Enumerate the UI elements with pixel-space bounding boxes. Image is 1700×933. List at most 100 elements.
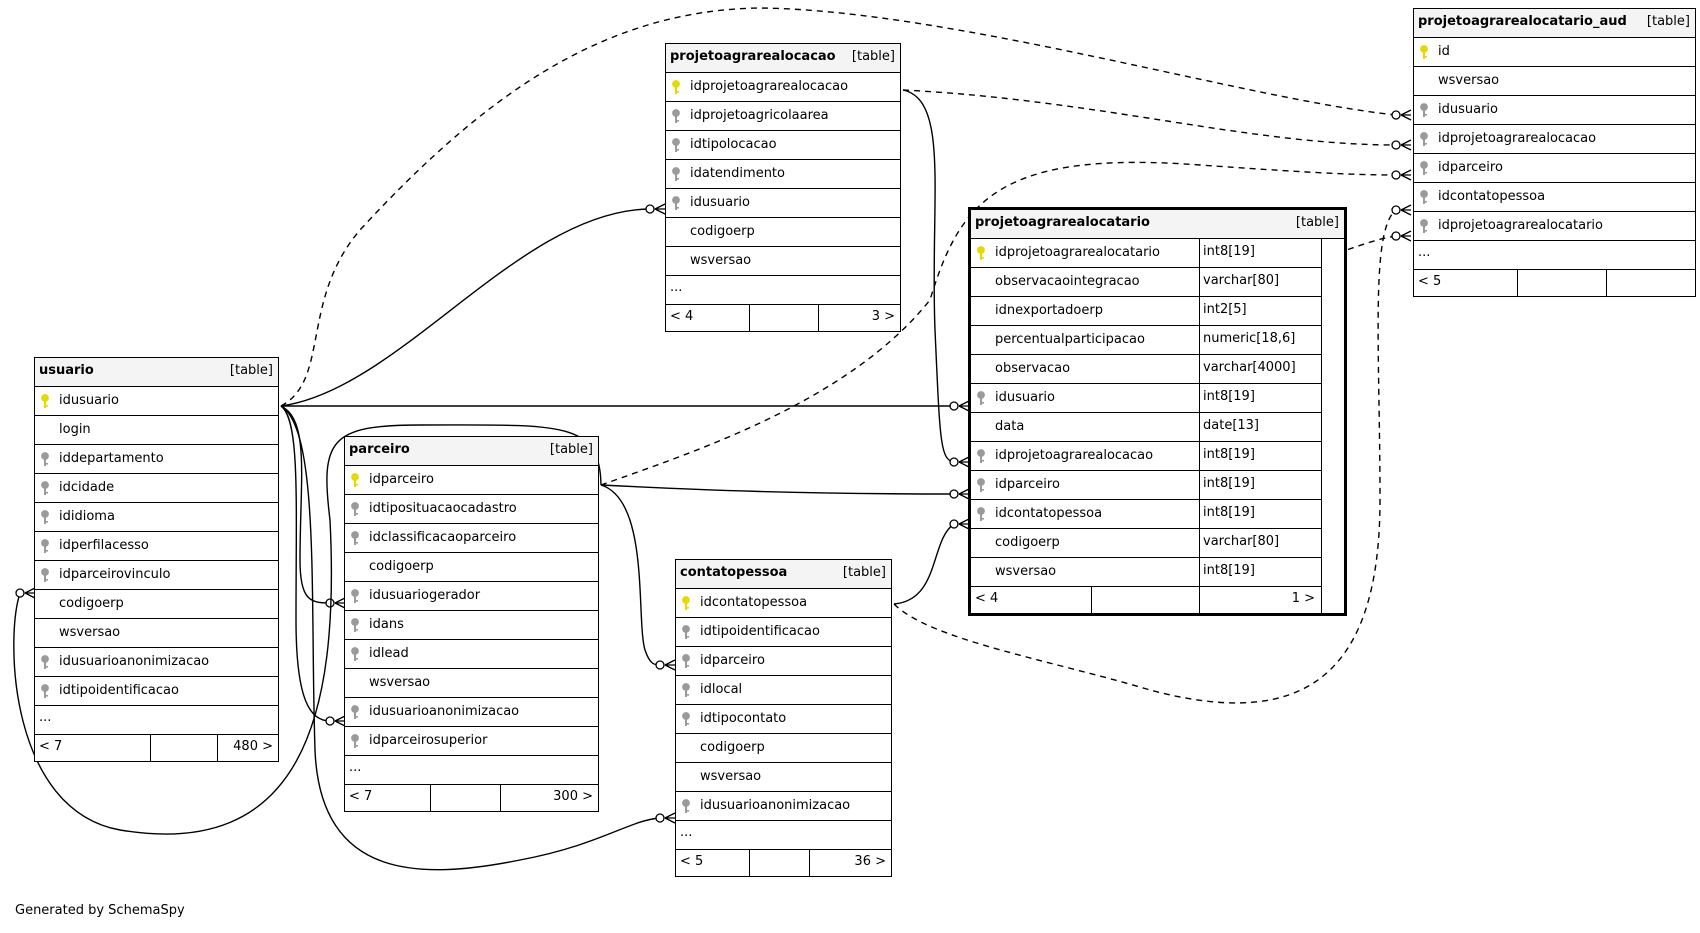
crows-foot-marker (664, 812, 676, 824)
column-row[interactable]: idtipolocacao (666, 131, 900, 160)
column-name: idcidade (59, 480, 115, 495)
table-projetoagrarealocacao[interactable]: projetoagrarealocacao[table]idprojetoagr… (665, 43, 901, 332)
foreign-key-icon (39, 481, 51, 496)
table-contatopessoa[interactable]: contatopessoa[table]idcontatopessoa idtip… (675, 559, 892, 877)
table-projetoagrarealocatario[interactable]: projetoagrarealocatario[table]idprojetoa… (968, 207, 1347, 616)
column-row[interactable]: idcontatopessoa (1414, 183, 1695, 212)
column-name: wsversao (1438, 73, 1500, 88)
column-row[interactable]: idtiposituacaocadastro (345, 495, 598, 524)
table-header[interactable]: projetoagrarealocatario_aud[table] (1414, 9, 1695, 38)
table-header[interactable]: projetoagrarealocacao[table] (666, 44, 900, 73)
column-row[interactable]: ididioma (35, 503, 278, 532)
column-row[interactable]: idusuario (35, 387, 278, 416)
column-name: idtipoidentificacao (700, 624, 820, 639)
column-row[interactable]: idprojetoagricolaarea (666, 102, 900, 131)
primary-key-icon (349, 473, 361, 488)
column-row[interactable]: idusuarioanonimizacao (35, 648, 278, 677)
column-row[interactable]: codigoerp (345, 553, 598, 582)
column-row[interactable]: iddepartamento (35, 445, 278, 474)
column-row[interactable]: codigoerp (676, 734, 891, 763)
column-row[interactable]: idlocal (676, 676, 891, 705)
column-row[interactable]: idprojetoagrarealocatario (1414, 212, 1695, 241)
foreign-key-icon (349, 531, 361, 546)
column-row[interactable]: idparceiro (345, 466, 598, 495)
column-row[interactable]: wsversao (345, 669, 598, 698)
column-name: codigoerp (690, 224, 755, 239)
foreign-key-icon (349, 589, 361, 604)
rel-usuario-parceiro-anon (280, 405, 331, 722)
column-row[interactable]: idusuario (1414, 96, 1695, 125)
column-row[interactable]: id (1414, 38, 1695, 67)
column-row[interactable]: idparceiro (1414, 154, 1695, 183)
column-type: int8[19] (1199, 239, 1322, 267)
column-row[interactable]: idusuarioanonimizacao (676, 792, 891, 821)
column-row[interactable]: wsversao (666, 247, 900, 276)
column-row[interactable]: idusuario (666, 189, 900, 218)
column-row[interactable]: idusuariogerador (345, 582, 598, 611)
column-row[interactable]: wsversao (1414, 67, 1695, 96)
table-usuario[interactable]: usuario[table] idusuario login iddepartamen… (34, 357, 279, 762)
column-row[interactable]: idclassificacaoparceiro (345, 524, 598, 553)
column-row[interactable]: idparceiro (676, 647, 891, 676)
column-row[interactable]: idusuarioanonimizacao (345, 698, 598, 727)
column-row[interactable]: idperfilacesso (35, 532, 278, 561)
column-row[interactable]: idparceirovinculo (35, 561, 278, 590)
column-row[interactable]: wsversao (676, 763, 891, 792)
foreign-key-icon (680, 712, 692, 727)
column-row[interactable]: login (35, 416, 278, 445)
foreign-key-icon (39, 655, 51, 670)
column-row[interactable]: idtipoidentificacao (676, 618, 891, 647)
column-row[interactable]: idcontatopessoa (676, 589, 891, 618)
rel-contatopessoa-aud (893, 209, 1397, 704)
foreign-key-icon (349, 734, 361, 749)
primary-key-icon (1418, 45, 1430, 60)
column-row[interactable]: wsversao (35, 619, 278, 648)
column-row[interactable]: idcidade (35, 474, 278, 503)
column-row[interactable]: idans (345, 611, 598, 640)
zero-or-many-marker (1391, 170, 1401, 180)
foreign-key-icon (670, 167, 682, 182)
column-row[interactable]: idatendimento (666, 160, 900, 189)
column-row[interactable]: idprojetoagrarealocacao (1414, 125, 1695, 154)
parents-count: < 7 (39, 739, 63, 754)
column-row[interactable]: idprojetoagrarealocacao (666, 73, 900, 102)
foreign-key-icon (1418, 161, 1430, 176)
table-projetoagrarealocatario-aud[interactable]: projetoagrarealocatario_aud[table]id wsve… (1413, 8, 1696, 297)
more-columns-label: ... (670, 280, 683, 295)
column-row[interactable]: codigoerp (666, 218, 900, 247)
table-header[interactable]: projetoagrarealocatario[table] (971, 210, 1344, 239)
more-columns-label: ... (349, 760, 362, 775)
column-row[interactable]: codigoerp (35, 590, 278, 619)
table-header[interactable]: contatopessoa[table] (676, 560, 891, 589)
zero-or-many-marker (949, 401, 959, 411)
foreign-key-icon (680, 799, 692, 814)
column-row[interactable]: idparceirosuperior (345, 727, 598, 756)
column-name: idusuario (59, 393, 119, 408)
column-name: percentualparticipacao (995, 332, 1145, 347)
table-header[interactable]: parceiro[table] (345, 437, 598, 466)
column-name: idusuario (1438, 102, 1498, 117)
foreign-key-icon (349, 705, 361, 720)
column-row[interactable]: idlead (345, 640, 598, 669)
column-row[interactable]: idtipocontato (676, 705, 891, 734)
column-name: iddepartamento (59, 451, 164, 466)
column-name: codigoerp (700, 740, 765, 755)
column-row[interactable]: idtipoidentificacao (35, 677, 278, 706)
column-type: int8[19] (1199, 471, 1322, 499)
column-name: idperfilacesso (59, 538, 149, 553)
table-header[interactable]: usuario[table] (35, 358, 278, 387)
